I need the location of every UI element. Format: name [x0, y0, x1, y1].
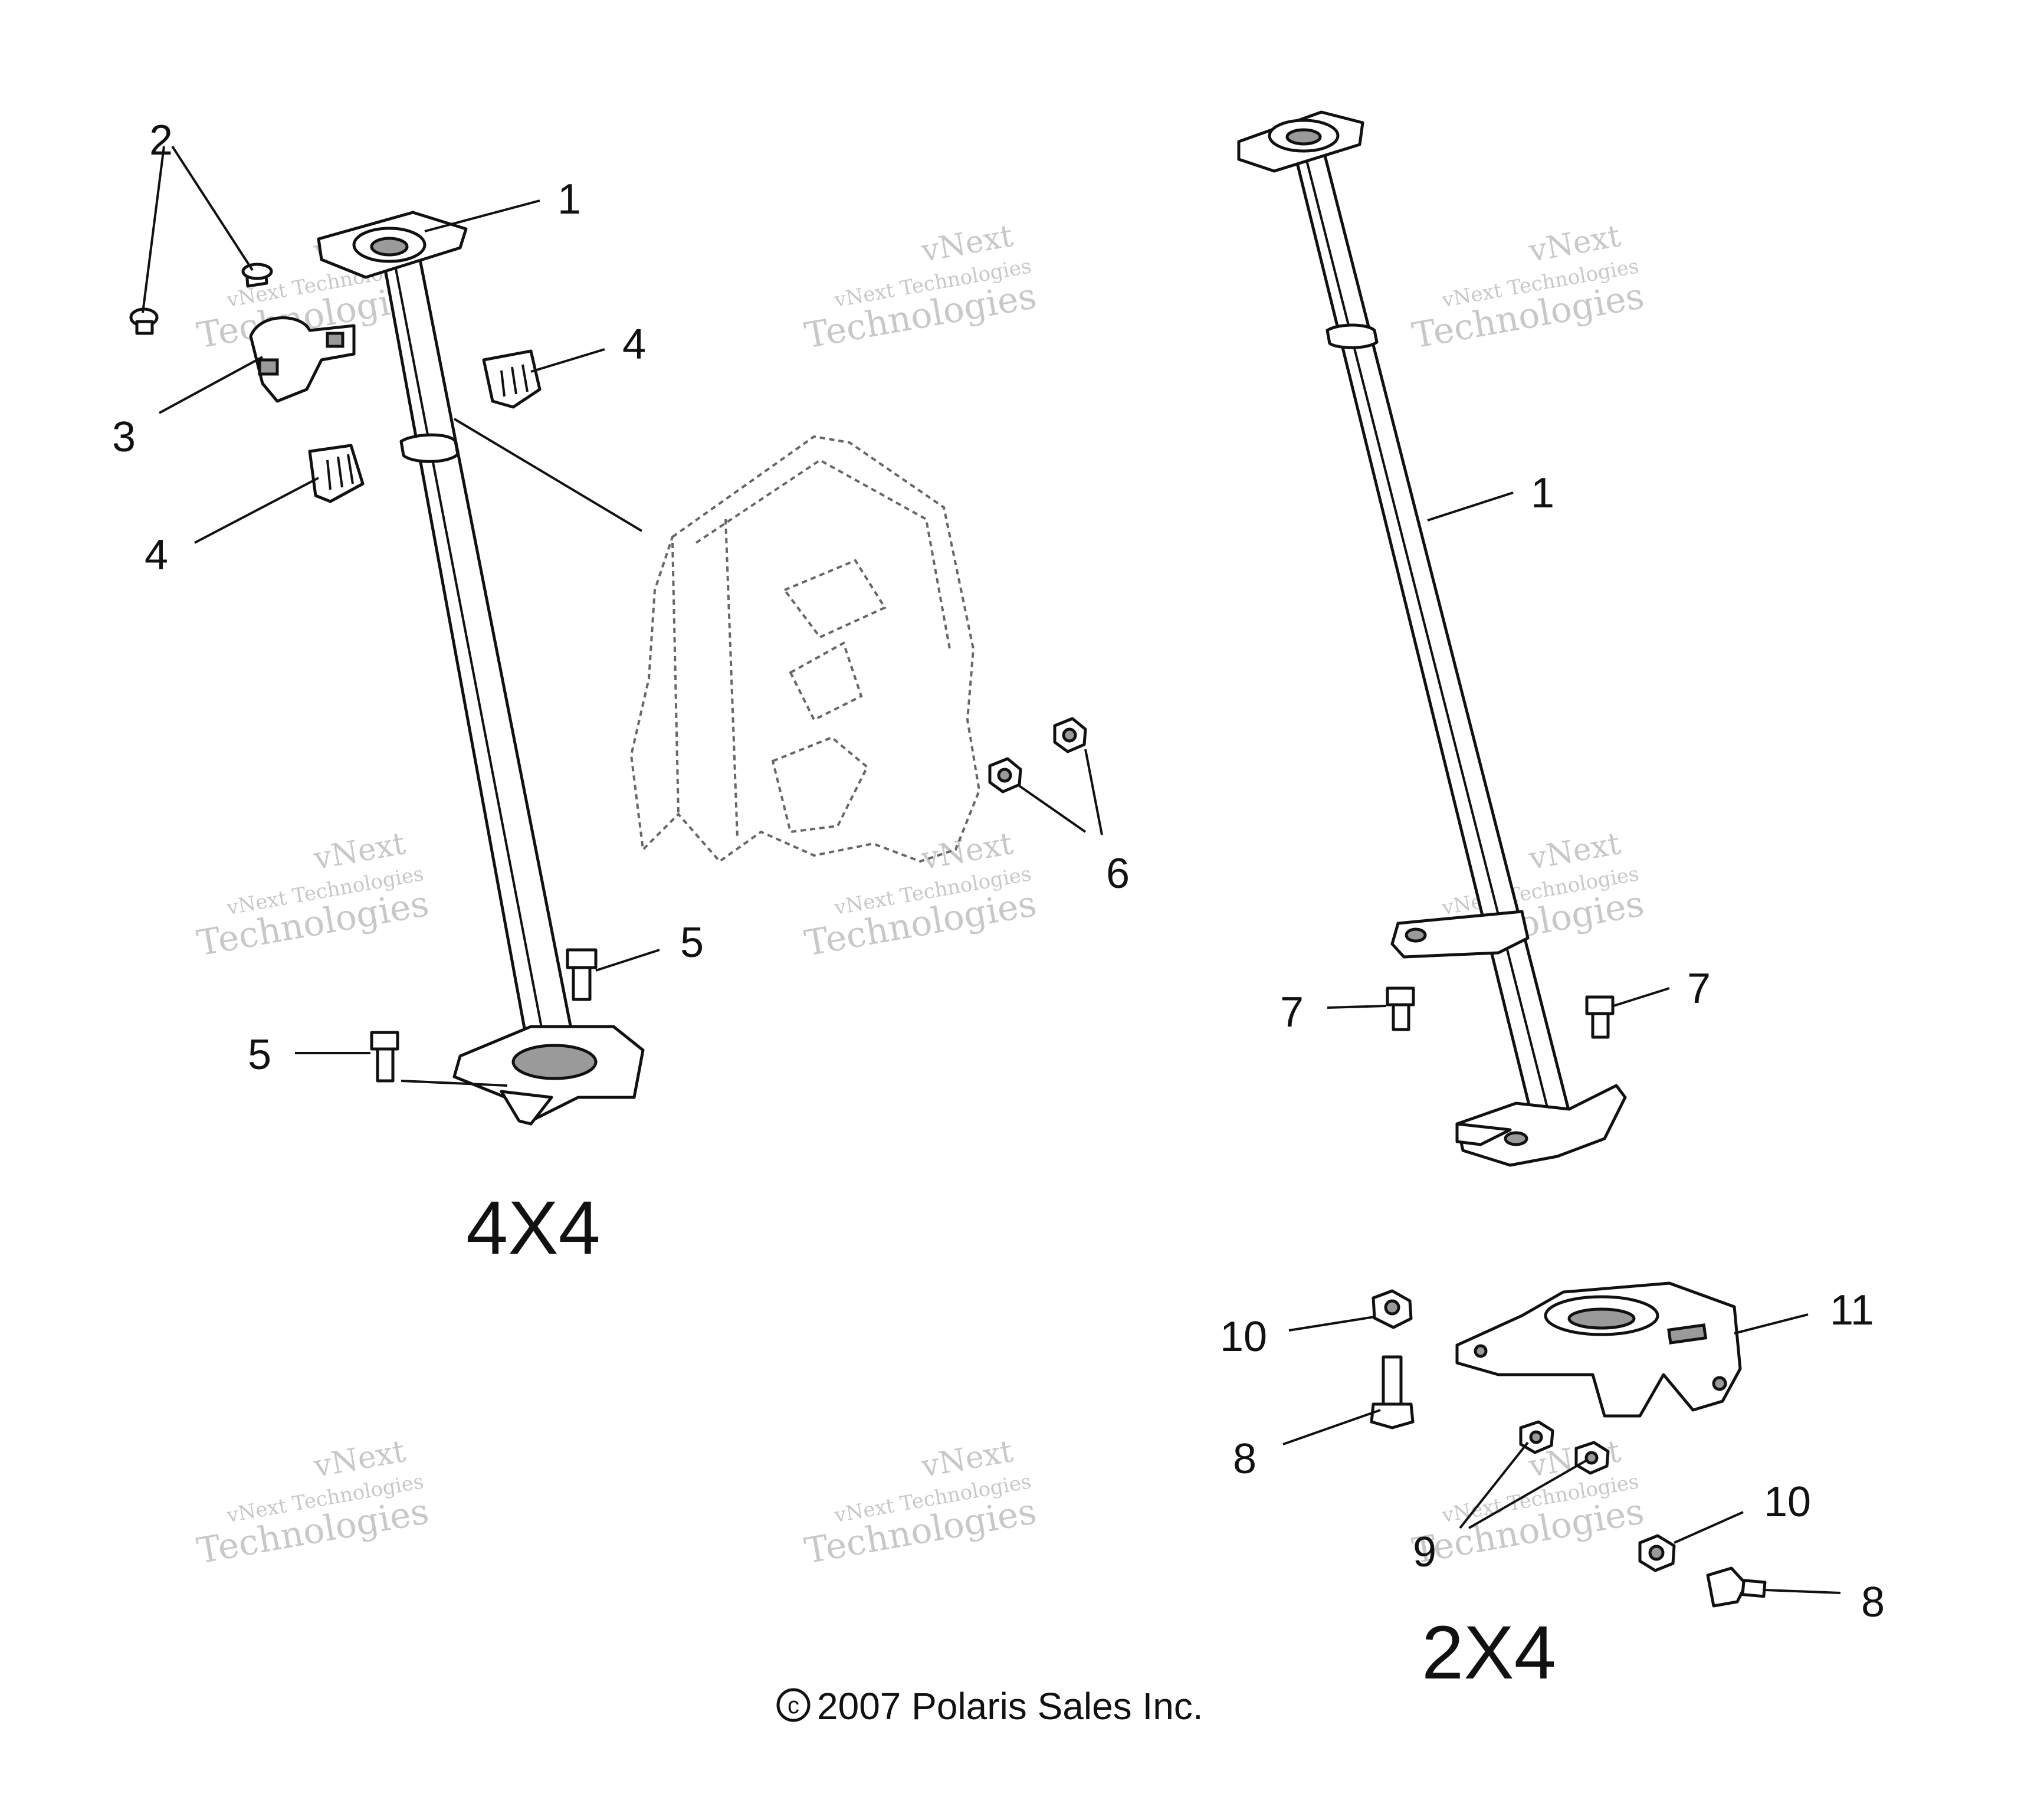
callout-2x4-7a: 7	[1280, 989, 1304, 1036]
watermark: vNext vNext Technologies Technologies	[802, 218, 1039, 357]
copyright-text: 2007 Polaris Sales Inc.	[817, 1685, 1203, 1727]
nut-9-right	[1574, 1441, 1610, 1475]
clamp-bracket	[249, 316, 356, 403]
copyright-notice: c 2007 Polaris Sales Inc.	[776, 1685, 1203, 1727]
bolt-5-upper	[566, 948, 598, 1001]
callout-2x4-11: 11	[1830, 1287, 1874, 1334]
frame-phantom-outline	[629, 435, 981, 863]
callout-4x4-2: 2	[149, 117, 173, 164]
variant-label-2x4: 2X4	[1422, 1611, 1556, 1695]
bolt-8-right	[1706, 1566, 1767, 1608]
watermark: vNext vNext Technologies Technologies	[1409, 218, 1647, 357]
callout-2x4-8b: 8	[1861, 1579, 1885, 1626]
bolt-8-left	[1370, 1355, 1415, 1430]
steering-post-2x4	[1237, 110, 1627, 1167]
leader-lines-4x4	[142, 145, 1103, 1087]
bolt-left-4x4	[129, 307, 159, 335]
callout-4x4-5b: 5	[248, 1031, 271, 1078]
nut-6-lower	[988, 757, 1022, 794]
callout-4x4-5a: 5	[680, 919, 704, 966]
callout-2x4-10b: 10	[1764, 1478, 1811, 1526]
callout-2x4-10a: 10	[1220, 1313, 1267, 1360]
callout-2x4-8a: 8	[1233, 1435, 1256, 1483]
watermark: vNext vNext Technologies Technologies	[802, 826, 1039, 965]
steering-post-4x4	[317, 211, 645, 1126]
assembly-4x4: 1 2 3 4 4 5 5 6 4X4	[112, 117, 1130, 1270]
copyright-symbol: c	[788, 1693, 799, 1719]
callout-4x4-4b: 4	[145, 532, 168, 579]
callout-2x4-1: 1	[1531, 470, 1554, 517]
bushing-lower	[308, 444, 365, 503]
watermark: vNext vNext Technologies Technologies	[194, 1434, 432, 1572]
bolt-top-4x4	[241, 263, 273, 288]
watermark: vNext vNext Technologies Technologies	[194, 826, 432, 965]
bolt-7-right	[1585, 995, 1615, 1039]
callout-2x4-9: 9	[1413, 1529, 1436, 1576]
nut-6-upper	[1053, 717, 1087, 753]
callout-4x4-1: 1	[557, 176, 581, 223]
callout-4x4-6: 6	[1106, 850, 1130, 897]
nut-10-upper	[1372, 1289, 1413, 1329]
bolt-7-left	[1386, 986, 1415, 1031]
leader-lines-2x4	[1282, 491, 1841, 1594]
assembly-2x4: 1 7 7 8 8 9 10 10 11 2X4	[1220, 110, 1885, 1695]
mounting-bracket	[1455, 1281, 1742, 1418]
variant-label-4x4: 4X4	[466, 1186, 601, 1270]
nut-9-left	[1519, 1420, 1554, 1454]
bolt-5-lower	[370, 1031, 399, 1083]
copyright-circle-icon	[776, 1688, 811, 1722]
callout-4x4-3: 3	[112, 414, 136, 461]
watermark-layer: vNext vNext Technologies Technologies vN…	[194, 218, 1647, 1572]
callout-2x4-7b: 7	[1687, 965, 1711, 1012]
watermark: vNext vNext Technologies Technologies	[802, 1434, 1039, 1572]
nut-10-lower	[1638, 1534, 1676, 1572]
callout-4x4-4a: 4	[622, 321, 646, 368]
bushing-upper	[482, 349, 542, 409]
